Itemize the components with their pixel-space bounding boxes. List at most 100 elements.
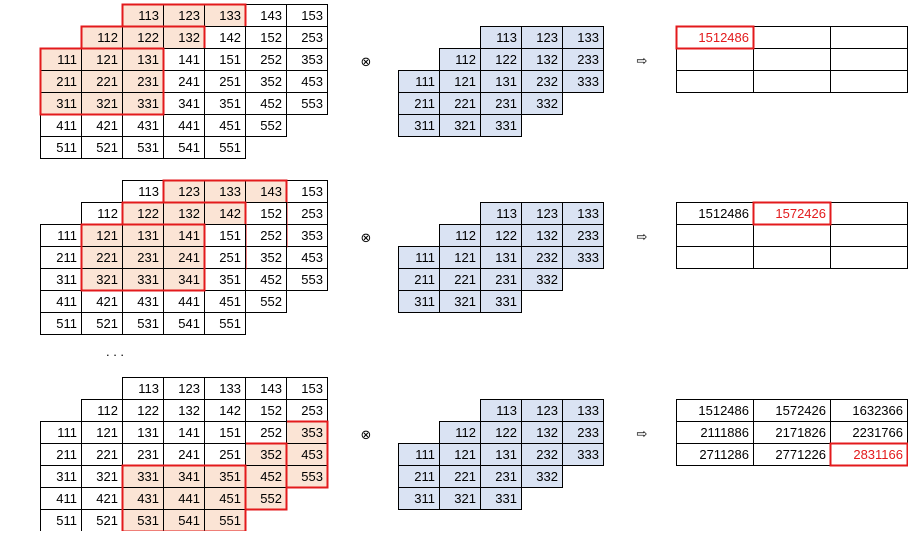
input-cell-value: 221 (96, 447, 118, 462)
arrow-icon: ⇨ (637, 426, 648, 441)
result-cell (753, 70, 831, 93)
input-cell-value: 122 (137, 206, 159, 221)
input-cell-value: 252 (260, 52, 282, 67)
kernel-cell-value: 131 (495, 250, 517, 265)
kernel-cell-value: 123 (536, 30, 558, 45)
kernel-cell-value: 311 (414, 118, 435, 133)
input-cell-value: 153 (301, 381, 323, 396)
input-cell-value: 453 (301, 447, 323, 462)
input-cell-value: 221 (96, 74, 118, 89)
input-cell-value: 441 (178, 491, 200, 506)
input-cell-value: 521 (96, 140, 118, 155)
result-value: 1572426 (775, 206, 826, 221)
input-cell-value: 551 (219, 316, 241, 331)
input-cell-value: 331 (137, 469, 159, 484)
input-cell-value: 143 (260, 381, 282, 396)
convolve-operator-icon: ⊗ (361, 54, 372, 69)
kernel-cell-value: 113 (496, 206, 517, 221)
input-cell-value: 211 (56, 250, 77, 265)
input-cell-value: 552 (260, 491, 282, 506)
kernel-cell-value: 132 (536, 425, 558, 440)
input-cell-value: 152 (260, 206, 282, 221)
input-cell (204, 312, 246, 335)
result-cell (830, 202, 908, 225)
input-cell-value: 341 (178, 272, 200, 287)
receptive-window-outline (39, 47, 165, 116)
kernel-cell-value: 121 (454, 74, 476, 89)
result-cell (830, 48, 908, 71)
input-cell-value: 352 (260, 447, 282, 462)
input-cell-value: 113 (138, 381, 159, 396)
input-cell-value: 132 (178, 206, 200, 221)
input-cell-value: 133 (219, 8, 241, 23)
input-cell-value: 452 (260, 96, 282, 111)
input-cell (204, 136, 246, 159)
input-cell-value: 353 (301, 228, 323, 243)
kernel-cell-value: 332 (536, 469, 558, 484)
input-cell-value: 122 (137, 403, 159, 418)
arrow-icon: ⇨ (637, 229, 648, 244)
input-cell-value: 451 (219, 118, 241, 133)
kernel-cell-value: 333 (577, 447, 599, 462)
kernel-cell-value: 311 (414, 294, 435, 309)
input-cell-value: 142 (219, 30, 241, 45)
input-cell-value: 131 (137, 228, 159, 243)
input-cell-value: 453 (301, 250, 323, 265)
input-cell-value: 541 (178, 140, 200, 155)
input-cell-value: 552 (260, 118, 282, 133)
input-cell-value: 511 (56, 316, 77, 331)
kernel-cell-value: 121 (454, 250, 476, 265)
kernel-cell-value: 112 (455, 425, 476, 440)
input-cell-value: 541 (178, 513, 200, 528)
input-cell-value: 241 (178, 74, 200, 89)
input-cell-value: 121 (96, 228, 118, 243)
input-cell-value: 551 (219, 140, 241, 155)
kernel-cell (480, 290, 522, 313)
kernel-cell-value: 321 (454, 294, 476, 309)
result-cell (753, 26, 831, 49)
kernel-cell-value: 132 (536, 52, 558, 67)
result-value: 2771226 (775, 447, 826, 462)
input-cell-value: 142 (219, 403, 241, 418)
input-cell-value: 121 (96, 425, 118, 440)
input-cell-value: 113 (138, 184, 159, 199)
input-cell-value: 153 (301, 8, 323, 23)
kernel-cell-value: 231 (495, 469, 517, 484)
kernel-cell-value: 113 (496, 403, 517, 418)
result-value: 1572426 (775, 403, 826, 418)
input-cell-value: 113 (138, 8, 159, 23)
input-cell-value: 142 (219, 206, 241, 221)
result-cell (753, 246, 831, 269)
active-result-outline (675, 25, 755, 50)
kernel-cell-value: 121 (454, 447, 476, 462)
input-cell-value: 132 (178, 403, 200, 418)
result-value: 2171826 (775, 425, 826, 440)
input-cell-value: 552 (260, 294, 282, 309)
kernel-cell-value: 331 (495, 118, 517, 133)
input-cell-value: 441 (178, 294, 200, 309)
input-cell-value: 311 (56, 469, 77, 484)
input-cell-value: 431 (137, 118, 159, 133)
input-cell-value: 221 (96, 250, 118, 265)
kernel-cell-value: 132 (536, 228, 558, 243)
input-cell-value: 351 (219, 272, 241, 287)
kernel-cell-value: 233 (577, 228, 599, 243)
input-cell-value: 531 (137, 140, 159, 155)
input-cell-value: 321 (96, 96, 118, 111)
input-cell-value: 353 (301, 52, 323, 67)
kernel-cell-value: 333 (577, 74, 599, 89)
input-cell-value: 123 (178, 184, 200, 199)
input-cell-value: 133 (219, 184, 241, 199)
result-cell (830, 26, 908, 49)
input-cell-value: 511 (56, 513, 77, 528)
result-value: 2231766 (852, 425, 903, 440)
